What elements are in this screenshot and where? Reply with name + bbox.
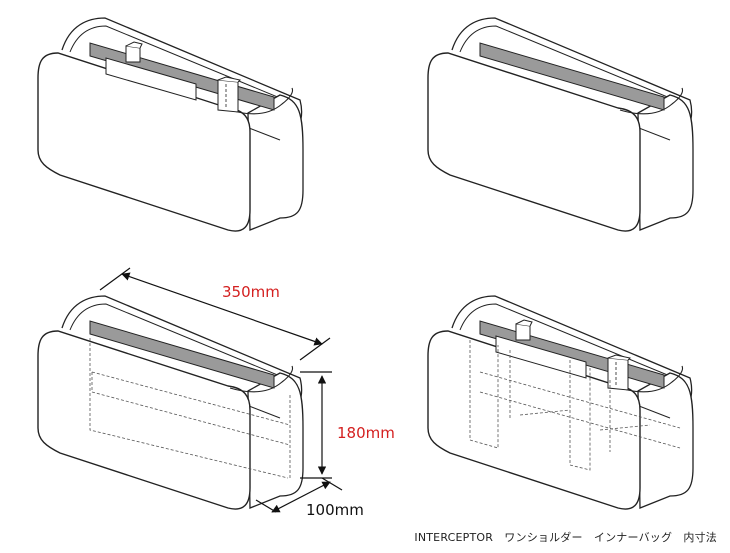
- dimension-height-line: [300, 371, 332, 479]
- dimension-height-label: 180mm: [337, 424, 395, 442]
- bag-view-plain: [427, 17, 694, 232]
- bag-view-dividers-hidden: [427, 295, 694, 510]
- dimension-depth-line: [255, 477, 343, 513]
- dimension-width-label: 350mm: [222, 283, 280, 301]
- bag-view-with-dividers: [37, 17, 304, 232]
- bag-view-dimensioned: [37, 295, 304, 510]
- dimension-depth-label: 100mm: [306, 501, 364, 519]
- diagram-caption: INTERCEPTOR ワンショルダー インナーバッグ 内寸法: [414, 531, 717, 544]
- dimension-width-line: [99, 267, 331, 361]
